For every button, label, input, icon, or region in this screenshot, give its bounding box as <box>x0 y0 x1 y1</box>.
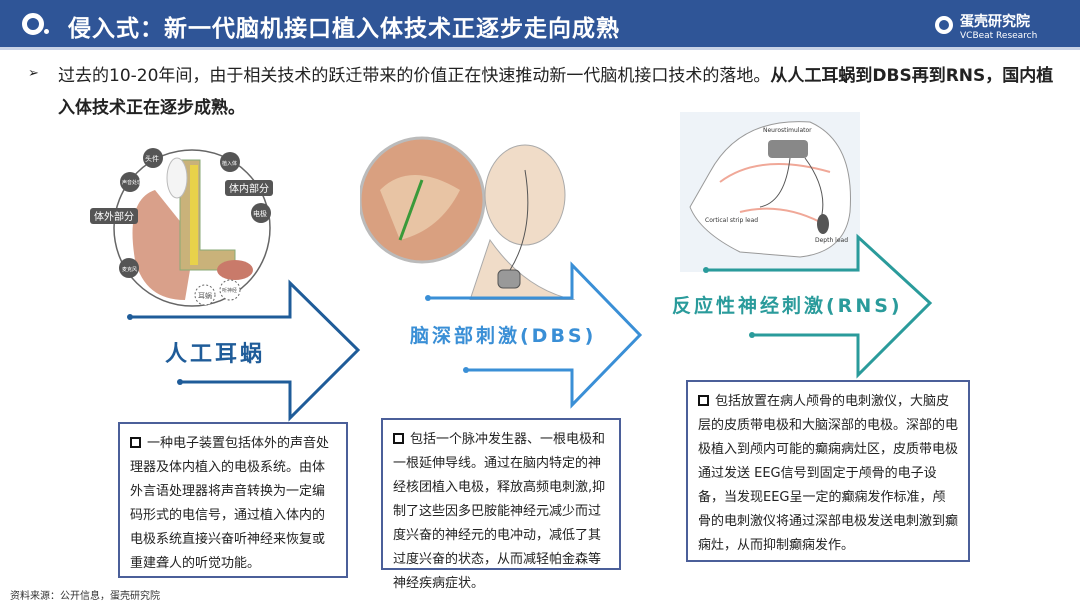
rns-label-depth: Depth lead <box>815 237 848 244</box>
logo-dot-icon <box>44 29 49 34</box>
intro-text: 过去的10-20年间，由于相关技术的跃迁带来的价值正在快速推动新一代脑机接口技术… <box>58 60 1058 124</box>
stage-label-cochlear: 人工耳蜗 <box>165 342 266 367</box>
desc-box-rns: 包括放置在病人颅骨的电刺激仪，大脑皮层的皮质带电极和大脑深部的电极。深部的电极植… <box>686 380 970 562</box>
checkbox-bullet-icon <box>130 437 141 448</box>
stage-label-rns: 反应性神经刺激(RNS) <box>672 295 903 317</box>
desc-box-dbs: 包括一个脉冲发生器、一根电极和一根延伸导线。通过在脑内特定的神经核团植入电极，释… <box>381 418 621 591</box>
svg-text:植入体: 植入体 <box>222 160 237 167</box>
dbs-brain-image <box>360 136 575 300</box>
svg-text:声音处理器: 声音处理器 <box>122 179 147 186</box>
cochlear-implant-image: 头件 声音处理器 植入体 体内部分 电极 体外部分 麦克风 耳蜗 听神经 <box>90 148 273 307</box>
brand-logo-icon <box>935 16 953 34</box>
header-bar: 侵入式：新一代脑机接口植入体技术正逐步走向成熟 蛋壳研究院 VCBeat Res… <box>0 0 1080 50</box>
stage-label-dbs: 脑深部刺激(DBS) <box>410 325 597 347</box>
svg-text:体外部分: 体外部分 <box>94 210 134 223</box>
bullet-arrow-icon: ➢ <box>28 66 39 81</box>
svg-text:电极: 电极 <box>253 209 267 218</box>
arrow-rns <box>706 233 933 379</box>
desc-text: 包括放置在病人颅骨的电刺激仪，大脑皮层的皮质带电极和大脑深部的电极。深部的电极植… <box>698 394 959 553</box>
rns-label-cortical: Cortical strip lead <box>705 217 758 224</box>
checkbox-bullet-icon <box>393 433 404 444</box>
checkbox-bullet-icon <box>698 395 709 406</box>
page-title: 侵入式：新一代脑机接口植入体技术正逐步走向成熟 <box>68 16 620 42</box>
arrow-dbs <box>428 261 643 409</box>
svg-text:体内部分: 体内部分 <box>229 182 269 195</box>
intro-bold: 从人工耳蜗到DBS再到RNS，国内植入体技术正在逐步成熟。 <box>58 66 1054 118</box>
logo-icon <box>22 13 44 35</box>
desc-box-cochlear: 一种电子装置包括体外的声音处理器及体内植入的电极系统。由体外言语处理器将声音转换… <box>118 422 348 578</box>
brand-name: 蛋壳研究院 <box>960 14 1030 30</box>
rns-label-neurostimulator: Neurostimulator <box>763 127 812 134</box>
desc-text: 包括一个脉冲发生器、一根电极和一根延伸导线。通过在脑内特定的神经核团植入电极，释… <box>393 432 606 591</box>
arrow-cochlear <box>130 279 361 422</box>
brand-english: VCBeat Research <box>960 31 1038 41</box>
desc-text: 一种电子装置包括体外的声音处理器及体内植入的电极系统。由体外言语处理器将声音转换… <box>130 436 330 571</box>
ear-label-headpiece: 头件 <box>145 154 159 163</box>
svg-text:耳蜗: 耳蜗 <box>198 291 212 300</box>
svg-text:听神经: 听神经 <box>222 287 237 294</box>
source-note: 资料来源：公开信息，蛋壳研究院 <box>10 591 160 602</box>
svg-text:麦克风: 麦克风 <box>122 266 137 273</box>
rns-head-image: Neurostimulator Cortical strip lead Dept… <box>680 112 860 272</box>
intro-normal: 过去的10-20年间，由于相关技术的跃迁带来的价值正在快速推动新一代脑机接口技术… <box>58 66 771 86</box>
